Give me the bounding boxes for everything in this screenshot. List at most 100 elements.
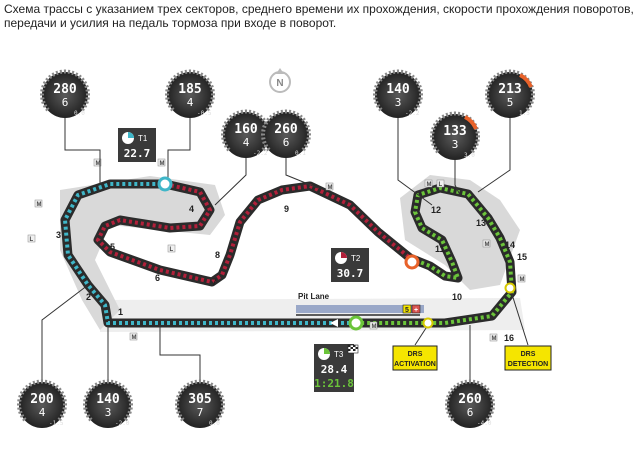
speed-gauge: 140 3 -2.0	[83, 379, 133, 428]
gauge-g: 0.0	[209, 420, 220, 427]
sector-label: T2	[351, 254, 361, 263]
marker-label: M	[492, 336, 497, 342]
corner-label: 16	[504, 333, 514, 343]
gauge-gear: 4	[187, 96, 194, 109]
gauge-speed: 200	[30, 392, 54, 407]
compass-icon: N	[269, 68, 291, 93]
gauge-speed: 305	[188, 392, 211, 407]
start-finish-marker	[348, 315, 364, 331]
speed-gauge: 200 4 -1.5	[17, 379, 67, 428]
corner-label: 15	[517, 252, 527, 262]
gauge-g: 1.5	[519, 110, 530, 117]
gauge-speed: 280	[53, 82, 77, 97]
drs-label: DRS	[521, 351, 536, 358]
gauge-speed: 260	[458, 392, 482, 407]
gauge-gear: 6	[62, 96, 69, 109]
direction-arrow-icon	[330, 319, 338, 327]
marker-label: M	[520, 277, 525, 283]
marker-label: M	[485, 242, 490, 248]
pit-lane: Pit Lane 5 +	[296, 292, 424, 316]
gauge-gear: 4	[39, 406, 46, 419]
drs-detection-point	[504, 282, 516, 294]
gauge-gear: 6	[283, 136, 290, 149]
speed-gauge: 160 4 -2.2	[221, 109, 271, 158]
speed-gauge: 185 4 -0.5	[165, 69, 215, 118]
sector1-track	[62, 182, 350, 325]
speed-gauge: 280 6 0.0	[40, 69, 90, 118]
corner-label: 4	[189, 204, 194, 214]
gauge-gear: 6	[467, 406, 474, 419]
sector-time: 30.7	[337, 267, 364, 280]
corner-label: 14	[505, 240, 515, 250]
sector1-start-marker	[157, 176, 173, 192]
lap-time: 1:21.8	[314, 377, 354, 390]
corner-label: 12	[431, 205, 441, 215]
gauge-g: 3.0	[464, 152, 475, 159]
leader-lines	[41, 118, 529, 380]
gauge-g: 0.1	[295, 150, 306, 157]
gauge-gear: 5	[507, 96, 514, 109]
gauge-g: -2.2	[253, 150, 268, 157]
gauge-g: -4.0	[477, 420, 492, 427]
marker-label: L	[170, 247, 174, 253]
speed-gauge: 133 3 3.0	[430, 111, 480, 160]
marker-label: M	[132, 335, 137, 341]
gauge-g: -2.0	[115, 420, 130, 427]
pit-badge-plus: +	[414, 307, 418, 314]
drs-label: DRS	[408, 351, 423, 358]
sector-t1-box: T1 22.7	[118, 128, 156, 162]
marker-label: M	[37, 202, 42, 208]
speed-gauge: 213 5 1.5	[485, 69, 535, 118]
caption: Схема трассы с указанием трех секторов, …	[4, 2, 634, 30]
corner-label: 13	[476, 218, 486, 228]
gauge-g: 0.0	[74, 110, 85, 117]
gauge-speed: 160	[234, 122, 258, 137]
marker-label: M	[328, 185, 333, 191]
marker-label: L	[439, 182, 443, 188]
marker-label: M	[427, 182, 432, 188]
sector2-end-marker	[404, 254, 420, 270]
sector-t2-box: T2 30.7	[331, 248, 369, 282]
gauge-gear: 7	[197, 406, 204, 419]
drs-label: ACTIVATION	[394, 361, 436, 368]
corner-label: 11	[435, 244, 445, 254]
gauge-speed: 133	[443, 124, 466, 139]
marker-label: L	[30, 237, 34, 243]
corner-label: 5	[110, 242, 115, 252]
gauge-speed: 185	[178, 82, 201, 97]
marker-flags: M M M L M L M M L M M M M	[27, 158, 526, 342]
sector-t3-box: T3 28.4 1:21.8	[314, 344, 354, 392]
corner-label: 8	[215, 250, 220, 260]
sector-label: T1	[138, 134, 148, 143]
pit-badge-5: 5	[405, 307, 409, 314]
marker-label: M	[160, 161, 165, 167]
gauge-speed: 140	[96, 392, 120, 407]
speed-gauge: 260 6 -4.0	[445, 379, 495, 428]
corner-label: 7	[212, 277, 217, 287]
corner-numbers: 1 2 3 4 5 6 7 8 9 10 11 12 13 14 15 16	[56, 204, 527, 343]
gauge-g: -0.5	[197, 110, 212, 117]
corner-label: 6	[155, 273, 160, 283]
drs-label: DETECTION	[508, 361, 548, 368]
runoff-areas	[60, 175, 525, 332]
speed-gauge: 260 6 0.1	[261, 109, 311, 158]
speed-gauge: 305 7 0.0	[175, 379, 225, 428]
gauge-g: -1.5	[49, 420, 64, 427]
speed-gauges: 280 6 0.0 185 4 -0.5 160 4 -2.2 260 6 0.…	[17, 69, 535, 428]
sector3-track	[350, 185, 515, 325]
gauge-speed: 140	[386, 82, 410, 97]
corner-label: 10	[452, 292, 462, 302]
sector2-track	[95, 182, 412, 285]
gauge-speed: 213	[498, 82, 521, 97]
sector-time: 28.4	[321, 363, 348, 376]
corner-label: 1	[118, 307, 123, 317]
gauge-gear: 4	[243, 136, 250, 149]
marker-label: M	[96, 161, 101, 167]
corner-label: 3	[56, 230, 61, 240]
sector-time: 22.7	[124, 147, 151, 160]
gauge-gear: 3	[452, 138, 459, 151]
gauge-speed: 260	[274, 122, 298, 137]
marker-label: M	[372, 324, 377, 330]
pit-lane-label: Pit Lane	[298, 292, 330, 301]
